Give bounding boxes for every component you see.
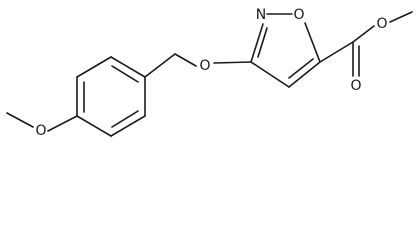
bond-ether-o-ch2 xyxy=(174,53,197,67)
bond-c3-ether-o xyxy=(213,61,252,64)
atom-label-ring-o: O xyxy=(293,7,304,23)
bond-c3-n-double-inner xyxy=(257,27,268,58)
bond-c4-c5-double-inner xyxy=(288,58,314,79)
atom-label-ester-o: O xyxy=(376,16,387,32)
atom-label-ring-n: N xyxy=(256,7,266,23)
bond-ring-1 xyxy=(110,56,146,78)
bond-ring-4 xyxy=(76,115,112,137)
bond-ester-o-methyl xyxy=(389,11,413,23)
benzene-ring xyxy=(76,56,146,137)
bond-ring-methoxy-o xyxy=(47,115,78,132)
bond-ring-inner-1 xyxy=(111,65,139,83)
atom-label-methoxy-o: O xyxy=(35,123,46,139)
methyl-ester-group xyxy=(319,11,413,77)
bond-c3-n-double xyxy=(250,23,264,63)
bond-ring-inner-3 xyxy=(111,110,139,128)
bond-methoxy-o-methyl xyxy=(6,112,34,128)
isoxazole-ring xyxy=(250,13,321,88)
bond-ch2-ring xyxy=(144,53,176,78)
bond-carbonyl-c-ester-o xyxy=(352,25,375,43)
methoxy-group xyxy=(6,112,78,132)
bond-c5-carbonyl-c xyxy=(319,41,354,63)
atom-label-ether-o: O xyxy=(199,58,210,74)
atom-label-carbonyl-o: O xyxy=(350,78,361,94)
benzyloxy-linker xyxy=(144,53,252,78)
bond-ring-2 xyxy=(76,56,112,78)
bond-ring-5 xyxy=(110,115,146,137)
bond-c5-o xyxy=(304,22,321,63)
bond-c4-c5-double xyxy=(288,61,321,88)
bond-c3-c4 xyxy=(250,61,290,88)
chemical-structure-diagram: N O O O O O xyxy=(6,7,413,139)
